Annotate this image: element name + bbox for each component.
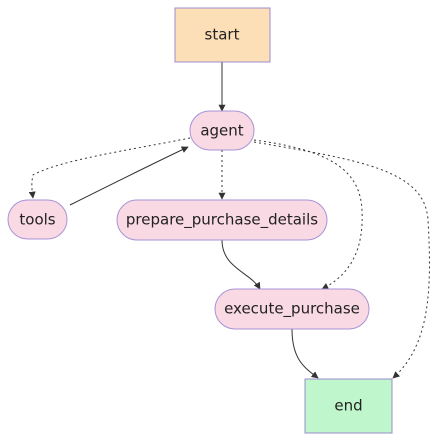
edge-agent-to-end	[253, 141, 430, 379]
node-tools-box	[7, 199, 68, 240]
node-tools[interactable]: tools	[7, 199, 68, 240]
edge-tools-to-agent	[69, 146, 189, 206]
node-agent-label: agent	[200, 122, 243, 140]
node-end[interactable]: end	[304, 378, 393, 434]
node-execute-purchase[interactable]: execute_purchase	[214, 288, 370, 330]
edges	[28, 62, 430, 379]
node-agent-box	[189, 110, 255, 151]
edge-execute-to-end	[291, 328, 319, 379]
node-execute-label: execute_purchase	[224, 300, 360, 319]
edge-agent-to-tools	[28, 137, 191, 199]
node-agent[interactable]: agent	[189, 110, 255, 151]
node-prepare-label: prepare_purchase_details	[126, 211, 318, 230]
node-start-box	[174, 7, 271, 63]
node-end-label: end	[334, 397, 362, 415]
edge-prepare-to-execute	[221, 239, 261, 290]
node-start[interactable]: start	[174, 7, 271, 63]
node-execute-box	[214, 288, 370, 330]
node-prepare-box	[116, 199, 328, 241]
node-prepare-purchase-details[interactable]: prepare_purchase_details	[116, 199, 328, 241]
node-start-label: start	[205, 26, 240, 44]
node-end-box	[304, 378, 393, 434]
node-tools-label: tools	[19, 211, 55, 229]
edge-agent-to-execute	[253, 139, 363, 290]
